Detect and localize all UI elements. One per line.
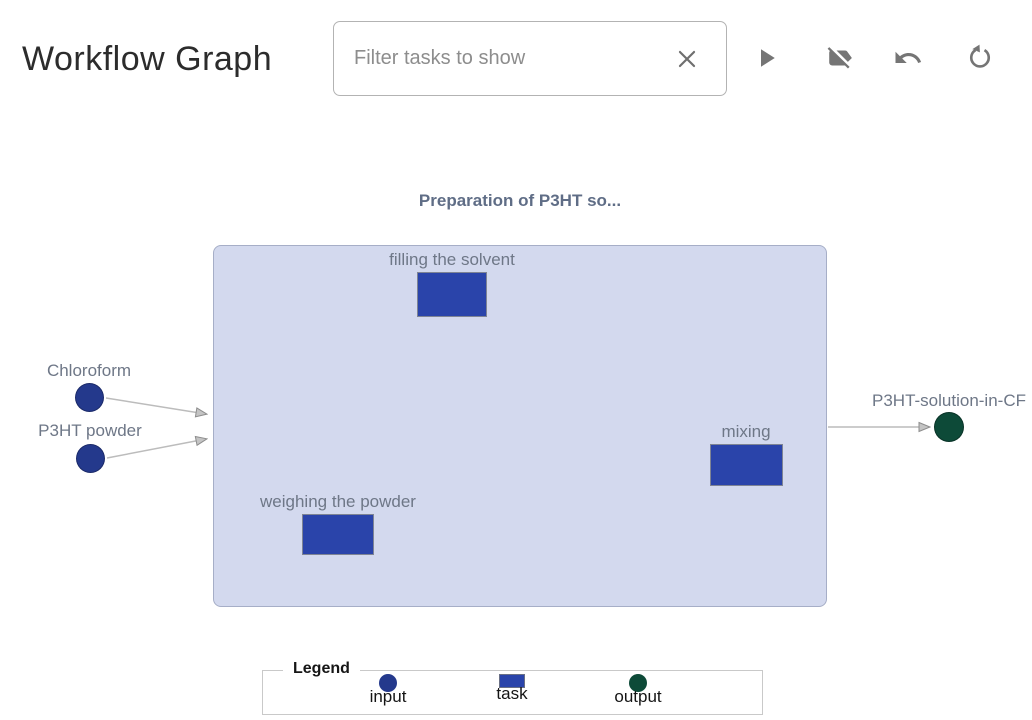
hide-labels-button[interactable] [822, 40, 858, 76]
close-icon [678, 50, 696, 67]
clear-filter-button[interactable] [670, 42, 704, 76]
input-node-label: Chloroform [46, 361, 132, 380]
edge-chloroform-to-group [105, 397, 206, 414]
input-node-label: P3HT powder [38, 421, 142, 440]
rotate-left-icon [969, 44, 991, 68]
input-node-icon [379, 674, 397, 692]
task-node-icon [499, 674, 525, 688]
output-node-label: P3HT-solution-in-CF [872, 391, 1026, 410]
label-off-icon [827, 47, 852, 69]
filter-input[interactable] [354, 47, 670, 70]
legend-item-task: task [467, 674, 557, 704]
task-node-weighing-the-powder[interactable] [302, 514, 374, 555]
page-title: Workflow Graph [22, 40, 273, 78]
task-node-filling-the-solvent[interactable] [417, 272, 487, 317]
legend-item-label: input [369, 687, 407, 706]
legend-item-label: task [496, 684, 528, 703]
edge-p3ht-powder-to-group [106, 439, 206, 459]
legend-item-input: input [343, 674, 433, 707]
legend-item-label: output [614, 687, 662, 706]
output-node-icon [629, 674, 647, 692]
input-node-chloroform[interactable] [75, 383, 104, 412]
task-node-label: filling the solvent [389, 250, 515, 269]
task-node-label: weighing the powder [260, 492, 416, 511]
input-node-p3ht-powder[interactable] [76, 444, 105, 473]
legend-title: Legend [283, 660, 360, 678]
play-icon [761, 49, 775, 67]
task-node-label: mixing [721, 422, 771, 441]
graph-title: Preparation of P3HT so... [418, 191, 622, 210]
output-node-p3ht-solution-in-cf[interactable] [934, 412, 964, 442]
undo-icon [895, 51, 922, 63]
task-node-mixing[interactable] [710, 444, 783, 486]
undo-button[interactable] [890, 40, 926, 76]
play-button[interactable] [748, 40, 784, 76]
legend-item-output: output [593, 674, 683, 707]
legend: Legend input task output [262, 660, 763, 715]
filter-box [333, 21, 727, 96]
reset-view-button[interactable] [962, 40, 998, 76]
